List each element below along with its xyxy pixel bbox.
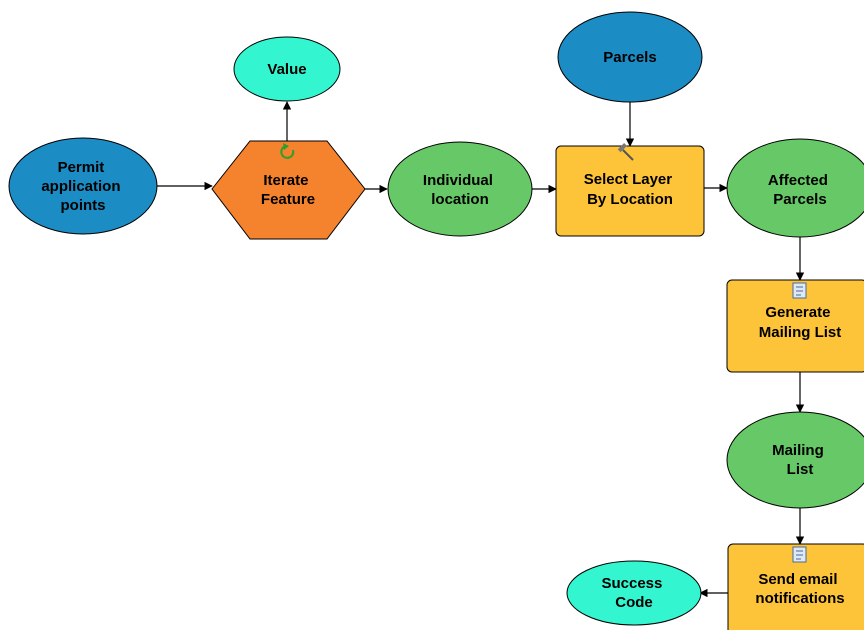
refresh-icon (280, 143, 295, 159)
node-iterate-feature[interactable]: Iterate Feature (211, 140, 366, 240)
script-icon (792, 546, 807, 563)
affected-parcels-label: Affected Parcels (768, 172, 832, 208)
node-success-code[interactable]: Success Code (566, 560, 702, 626)
node-individual-location[interactable]: Individual location (387, 141, 533, 237)
node-send-email-notifications[interactable]: Send email notifications (727, 543, 864, 630)
iterate-feature-label: Iterate Feature (261, 172, 315, 208)
node-select-layer-by-location[interactable]: Select Layer By Location (555, 143, 705, 237)
node-generate-mailing-list[interactable]: Generate Mailing List (726, 279, 864, 373)
send-email-shape (727, 543, 864, 630)
node-parcels[interactable]: Parcels (557, 11, 703, 103)
generate-mailing-shape (726, 279, 864, 373)
permit-points-label: Permit application points (41, 159, 124, 214)
node-mailing-list[interactable]: Mailing List (726, 411, 864, 509)
individual-location-shape (387, 141, 533, 237)
value-shape (233, 36, 341, 102)
success-code-shape (566, 560, 702, 626)
iterate-feature-shape (211, 140, 366, 240)
individual-location-label: Individual location (423, 172, 497, 208)
node-value[interactable]: Value (233, 36, 341, 102)
generate-mailing-label: Generate Mailing List (759, 304, 842, 341)
hammer-icon (617, 143, 634, 161)
connectors (157, 101, 805, 598)
select-layer-label: Select Layer By Location (584, 171, 677, 208)
select-layer-shape (555, 145, 705, 237)
script-icon (792, 282, 807, 299)
node-affected-parcels[interactable]: Affected Parcels (726, 138, 864, 238)
affected-parcels-shape (726, 138, 864, 238)
node-permit-application-points[interactable]: Permit application points (8, 137, 158, 235)
send-email-label: Send email notifications (755, 571, 844, 607)
parcels-shape (557, 11, 703, 103)
success-code-label: Success Code (601, 575, 666, 611)
permit-points-shape (8, 137, 158, 235)
mailing-list-shape (726, 411, 864, 509)
mailing-list-label: Mailing List (772, 442, 828, 478)
parcels-label: Parcels (603, 49, 656, 66)
value-label: Value (267, 61, 306, 78)
